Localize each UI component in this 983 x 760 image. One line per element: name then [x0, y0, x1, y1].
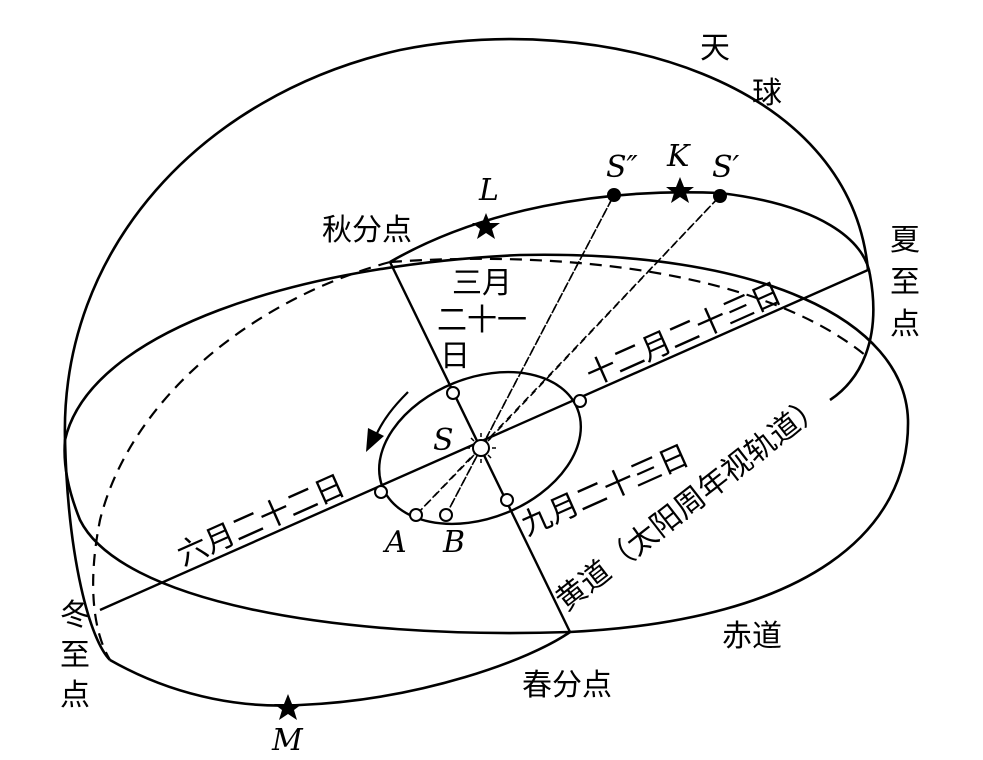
orbit-point-dec23: [573, 394, 587, 408]
label-point-L: L: [478, 173, 499, 208]
star-K-icon: [666, 177, 694, 203]
label-vernal-equinox: 春分点: [522, 668, 612, 703]
label-point-K: K: [666, 139, 691, 174]
label-jun22: 六月二十二日: [172, 468, 351, 573]
label-point-S-double: S″: [606, 150, 639, 185]
label-mar21-1: 三月: [452, 266, 512, 301]
star-M-icon: [274, 694, 302, 720]
arrow-head-icon: [366, 428, 384, 452]
label-point-M: M: [271, 723, 304, 758]
label-winter-solstice-1: 冬: [60, 598, 90, 633]
label-mar21-2: 二十一: [437, 303, 527, 338]
label-summer-solstice-3: 点: [890, 307, 920, 342]
label-winter-solstice-3: 点: [60, 678, 90, 713]
orbit-point-B: [439, 508, 453, 522]
ecliptic-front-lower: [109, 630, 571, 707]
celestial-equator: [63, 253, 910, 635]
label-summer-solstice-2: 至: [890, 265, 920, 300]
label-equator: 赤道: [722, 619, 782, 654]
label-celestial-sphere-2: 球: [752, 76, 782, 111]
label-autumnal-equinox: 秋分点: [322, 213, 412, 248]
orbit-point-sep23: [500, 493, 514, 507]
label-point-B: B: [442, 525, 465, 560]
label-point-S: S: [433, 423, 454, 458]
point-S-prime: [713, 189, 727, 203]
label-mar21-3: 日: [440, 339, 470, 374]
sight-line-B-upper: [445, 194, 615, 516]
label-dec23: 十二月二十三日: [581, 276, 787, 393]
label-summer-solstice-1: 夏: [890, 223, 920, 258]
celestial-sphere-outline: [63, 37, 870, 661]
orbit-point-A: [409, 508, 423, 522]
label-winter-solstice-2: 至: [60, 638, 90, 673]
sight-line-A-upper: [415, 195, 721, 516]
orbit-point-mar21: [446, 386, 460, 400]
star-L-icon: [472, 213, 500, 239]
label-point-S-prime: S′: [712, 150, 740, 185]
label-celestial-sphere-1: 天: [700, 31, 730, 66]
label-point-A: A: [382, 525, 407, 560]
equator-back-dash: [389, 257, 866, 356]
point-S-double: [607, 188, 621, 202]
sun-icon: [466, 433, 496, 463]
ecliptic-back-left: [92, 260, 391, 661]
orbit-point-jun22: [374, 485, 388, 499]
ecliptic-front: [389, 191, 875, 402]
